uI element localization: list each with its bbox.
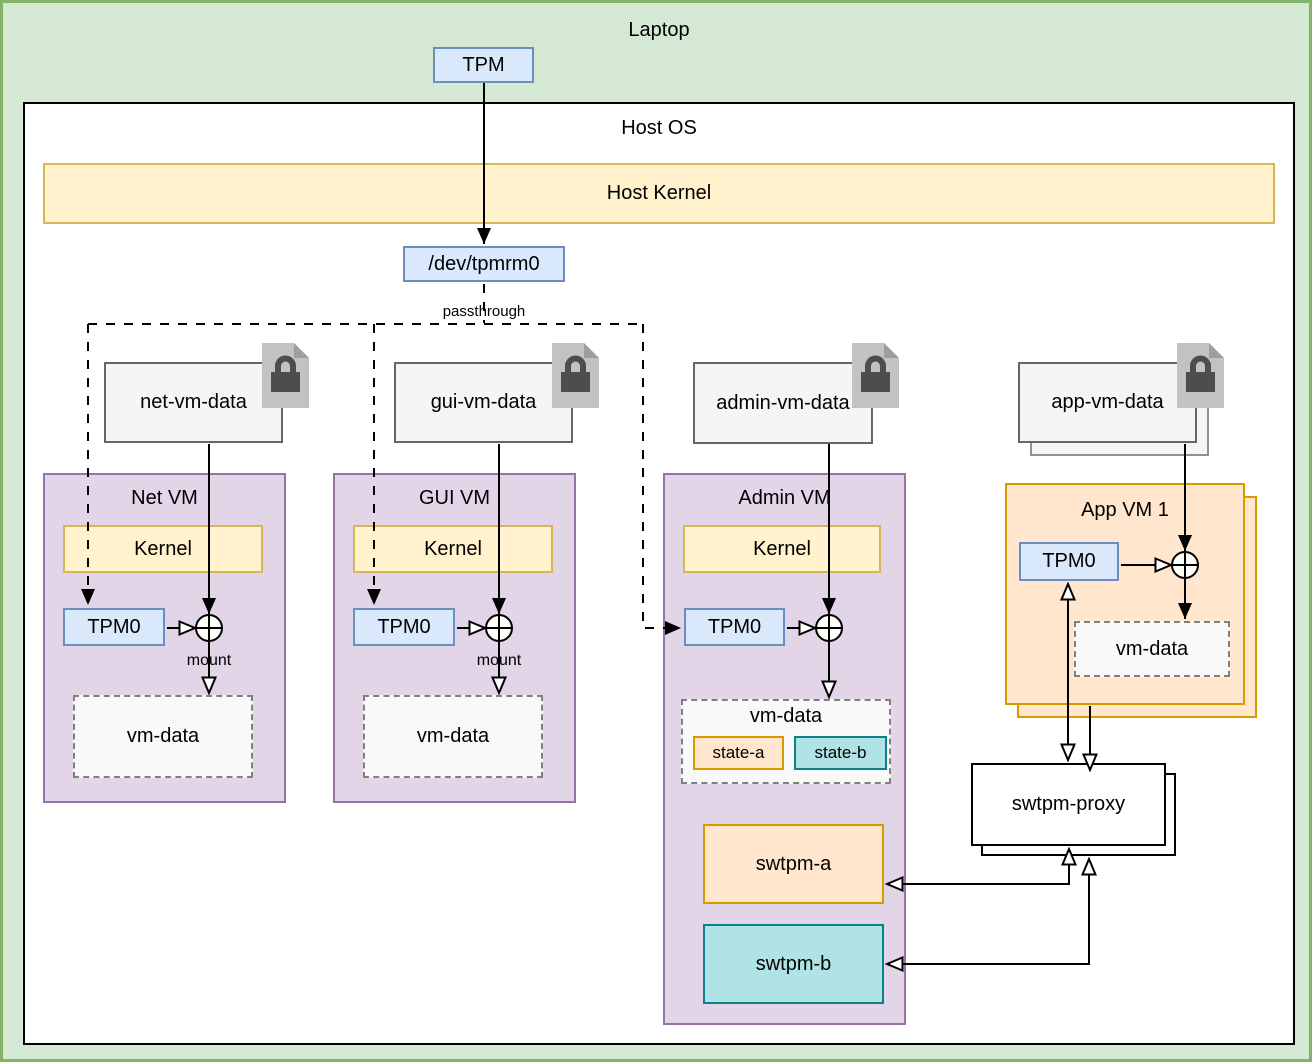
app-vm-data-file: app-vm-data (1018, 362, 1197, 443)
net-vm-data-file: net-vm-data (104, 362, 283, 443)
host-os-label: Host OS (621, 117, 697, 139)
host-kernel-box: Host Kernel (43, 163, 1275, 224)
net-vm-title: Net VM (131, 487, 198, 509)
net-vm-kernel-box: Kernel (63, 525, 263, 573)
swtpm-a-box: swtpm-a (703, 824, 884, 904)
swtpm-proxy-box: swtpm-proxy (971, 763, 1166, 846)
dev-tpmrm0-box: /dev/tpmrm0 (403, 246, 565, 282)
app-vm-tpm0-box: TPM0 (1019, 542, 1119, 581)
lock-file-icon (552, 343, 599, 408)
net-vm-mount-label: mount (186, 652, 232, 669)
swtpm-b-box: swtpm-b (703, 924, 884, 1004)
admin-vm-data-label: vm-data (749, 705, 823, 727)
gui-vm-mount-label: mount (476, 652, 522, 669)
admin-vm-kernel-box: Kernel (683, 525, 881, 573)
gui-vm-title: GUI VM (418, 487, 491, 509)
gui-vm-kernel-box: Kernel (353, 525, 553, 573)
lock-file-icon (852, 343, 899, 408)
gui-vm-data-file: gui-vm-data (394, 362, 573, 443)
net-vm-data-box: vm-data (73, 695, 253, 778)
admin-vm-data-file: admin-vm-data (693, 362, 873, 444)
laptop-label: Laptop (628, 19, 690, 41)
admin-vm-title: Admin VM (738, 487, 831, 509)
app-vm-data-box: vm-data (1074, 621, 1230, 677)
lock-file-icon (262, 343, 309, 408)
net-vm-tpm0-box: TPM0 (63, 608, 165, 646)
lock-file-icon (1177, 343, 1224, 408)
admin-vm-tpm0-box: TPM0 (684, 608, 785, 646)
state-a-box: state-a (693, 736, 784, 770)
state-b-box: state-b (794, 736, 887, 770)
tpm-box: TPM (433, 47, 534, 83)
passthrough-label: passthrough (442, 303, 526, 320)
gui-vm-tpm0-box: TPM0 (353, 608, 455, 646)
gui-vm-data-box: vm-data (363, 695, 543, 778)
app-vm-title: App VM 1 (1081, 499, 1169, 521)
